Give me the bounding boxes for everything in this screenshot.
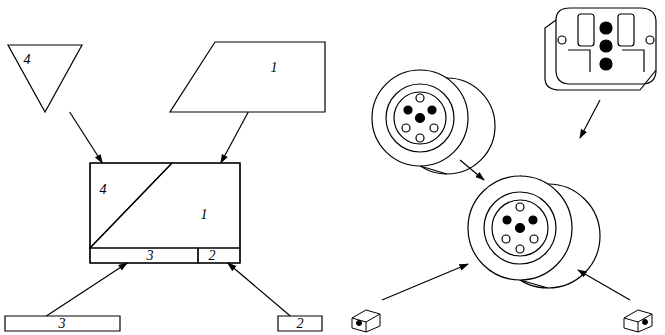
- part-number: 4: [24, 53, 31, 67]
- cylinder-part: [372, 70, 495, 174]
- part-number: 1: [201, 208, 208, 222]
- triangle-part: 4: [8, 45, 84, 112]
- part-number: 2: [297, 317, 304, 331]
- shape-outline: [90, 163, 240, 248]
- bar-part: 3: [5, 316, 120, 331]
- assembly-arrow: [228, 263, 290, 316]
- bar-part: 2: [278, 316, 322, 331]
- shape-outline: [170, 42, 326, 112]
- trapezoid-part: 1: [170, 42, 326, 112]
- part-number: 3: [147, 249, 154, 263]
- assembly-arrow: [70, 112, 103, 163]
- assembly-region: 1: [90, 163, 240, 248]
- part-number: 1: [271, 61, 278, 75]
- assembly-arrow: [382, 100, 630, 300]
- part-number: 4: [100, 183, 107, 197]
- part-number: 2: [209, 249, 216, 263]
- shape-outline: [90, 248, 198, 263]
- shape-outline: [8, 45, 84, 112]
- assembly-outline: [90, 163, 240, 263]
- small-contact: [352, 310, 380, 332]
- shape-outline: [198, 248, 240, 263]
- assembly-arrow: [46, 263, 127, 316]
- assembly-strip: 2: [198, 248, 240, 263]
- assembly-arrow: [221, 112, 248, 163]
- assembly-strip: 3: [90, 248, 198, 263]
- contact-block: [545, 8, 656, 90]
- small-contact: [624, 310, 652, 332]
- part-number: 3: [59, 317, 66, 331]
